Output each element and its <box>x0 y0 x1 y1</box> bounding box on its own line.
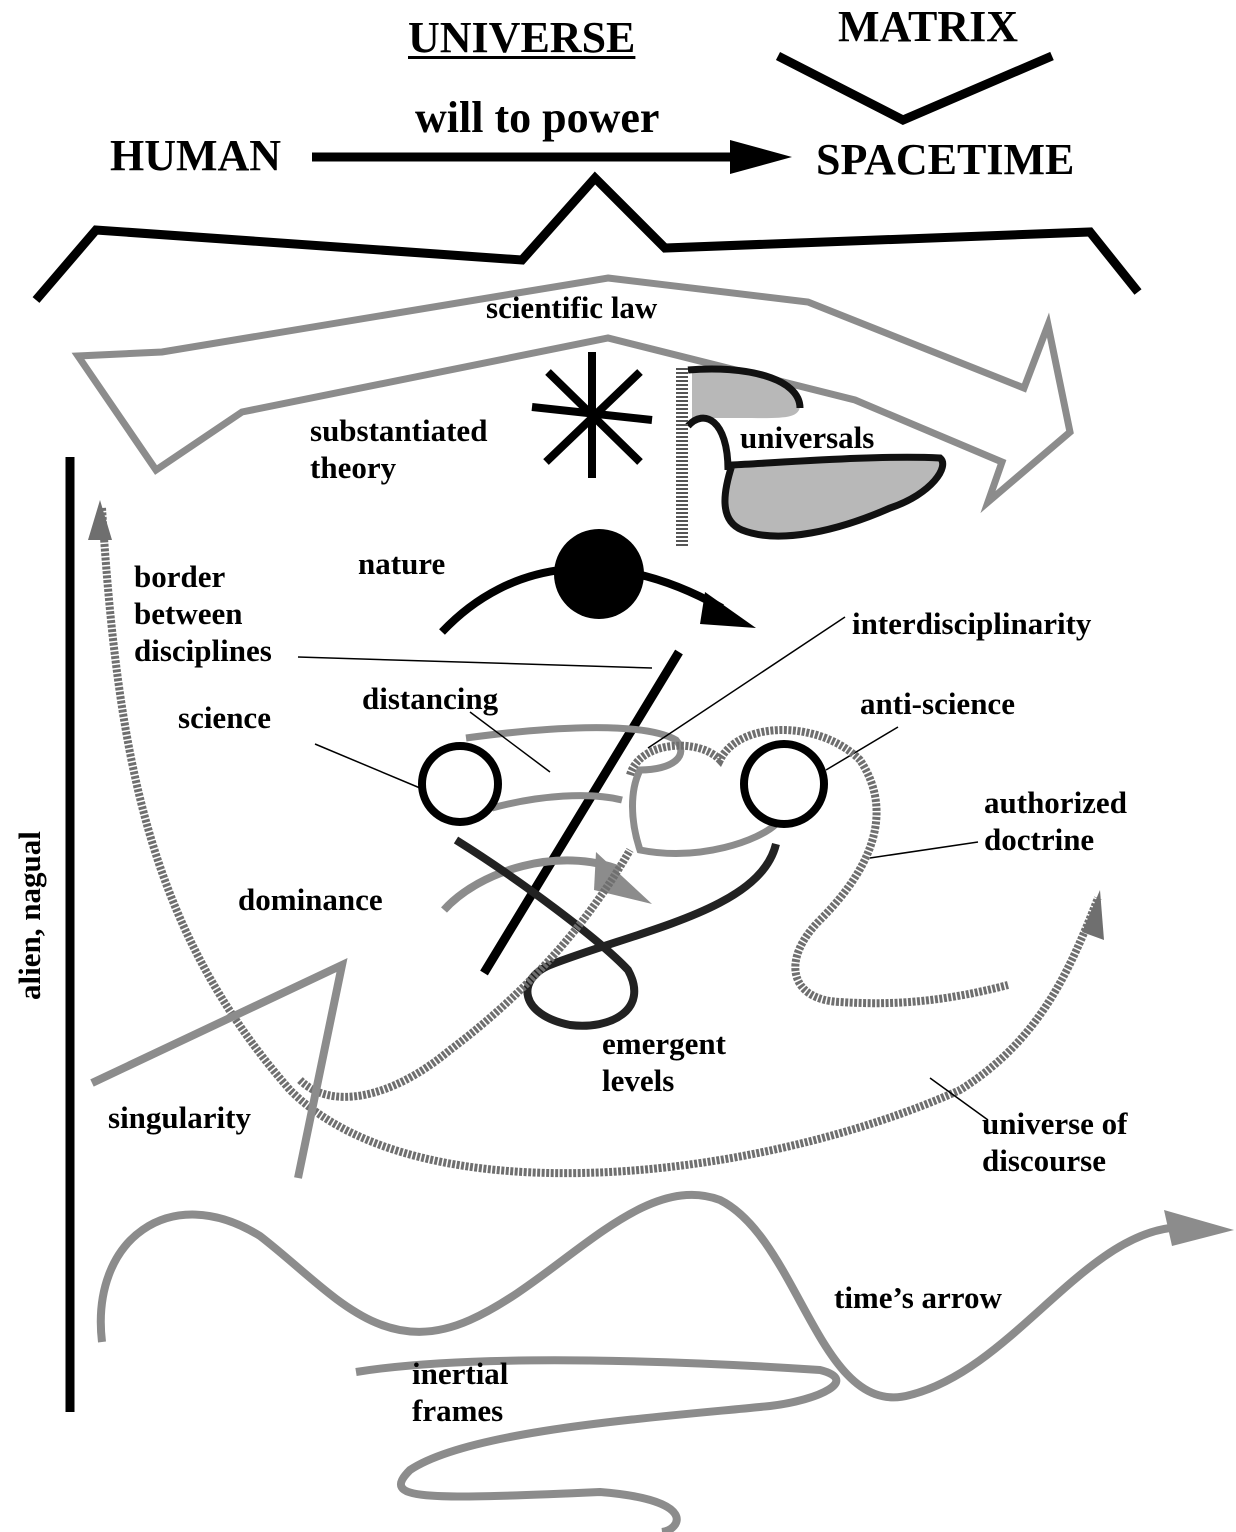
universe-of-discourse-label: universe of discourse <box>982 1106 1128 1178</box>
singularity-rise-curve <box>297 848 634 1101</box>
spacetime-brace <box>32 171 1142 303</box>
dominance-label: dominance <box>238 882 383 917</box>
anti-science-leader <box>825 726 899 771</box>
distancing-leader <box>469 711 551 773</box>
authorized-doctrine-curve <box>626 726 1010 1008</box>
science-circle <box>418 742 502 826</box>
human-to-spacetime-arrow <box>312 140 792 174</box>
emergent-levels-label: emergent levels <box>602 1026 726 1098</box>
nature-arrowhead <box>700 592 756 628</box>
nature-circle <box>554 529 644 619</box>
flag-icon <box>676 365 947 546</box>
authorized-doctrine-label: authorized doctrine <box>984 785 1127 857</box>
matrix-label: MATRIX <box>838 2 1019 51</box>
universe-right-arrowhead <box>1082 890 1104 940</box>
scientific-law-arrow <box>71 274 1074 514</box>
times-arrow-label: time’s arrow <box>834 1280 1002 1315</box>
anti-science-circle <box>740 740 828 828</box>
border-leader-line <box>297 656 653 669</box>
emergent-levels-loop <box>453 836 780 1030</box>
times-arrow-wave <box>96 1190 1171 1402</box>
will-to-power-label: will to power <box>415 93 660 142</box>
border-between-disciplines-label: border between disciplines <box>134 559 272 668</box>
interdisciplinarity-leader <box>647 616 846 749</box>
inertial-frames-squiggle <box>355 1356 841 1532</box>
nature-label: nature <box>358 546 446 581</box>
universals-label: universals <box>740 420 875 455</box>
scientific-law-label: scientific law <box>486 290 658 325</box>
interdisciplinarity-label: interdisciplinarity <box>852 606 1092 641</box>
distancing-gray-line <box>465 724 779 857</box>
science-leader <box>314 743 421 789</box>
anti-science-label: anti-science <box>860 686 1015 721</box>
universe-title: UNIVERSE <box>408 13 636 62</box>
alien-nagual-label: alien, nagual <box>12 831 47 1000</box>
distancing-label: distancing <box>362 681 499 716</box>
authorized-doctrine-leader <box>869 841 979 859</box>
asterisk-icon <box>531 352 653 478</box>
universe-of-discourse-leader <box>929 1077 989 1121</box>
times-arrowhead <box>1164 1210 1234 1246</box>
singularity-zigzag <box>90 957 348 1179</box>
universe-up-arrowhead <box>88 500 112 540</box>
universe-of-discourse-curve <box>98 507 1102 1178</box>
inertial-frames-label: inertial frames <box>412 1356 509 1428</box>
border-slash <box>480 649 683 976</box>
dominance-arrowhead <box>594 852 652 904</box>
matrix-chevron <box>775 51 1054 125</box>
substantiated-theory-label: substantiated theory <box>310 413 488 485</box>
human-label: HUMAN <box>110 131 282 180</box>
singularity-label: singularity <box>108 1100 251 1135</box>
spacetime-label: SPACETIME <box>816 135 1075 184</box>
science-label: science <box>178 700 271 735</box>
